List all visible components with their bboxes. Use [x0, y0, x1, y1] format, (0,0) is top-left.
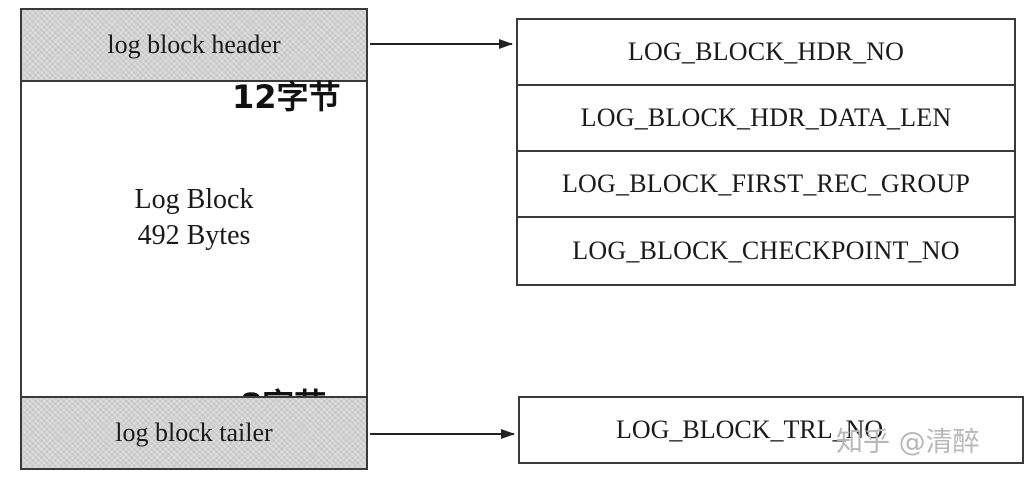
log-block-body-label: Log Block 492 Bytes: [20, 182, 368, 254]
header-field-hdr-no: LOG_BLOCK_HDR_NO: [518, 20, 1014, 86]
log-block-outline: [20, 8, 368, 470]
header-field-hdr-data-len: LOG_BLOCK_HDR_DATA_LEN: [518, 86, 1014, 152]
log-block-tailer: log block tailer: [20, 396, 368, 470]
watermark: 知乎 @清醉: [836, 427, 980, 458]
log-block-size: 492 Bytes: [137, 220, 251, 251]
log-block-header: log block header: [20, 8, 368, 82]
log-block-header-label: log block header: [107, 30, 281, 59]
header-field-checkpoint-no: LOG_BLOCK_CHECKPOINT_NO: [572, 236, 960, 265]
header-field-first-rec-group: LOG_BLOCK_FIRST_REC_GROUP: [518, 152, 1014, 218]
header-size-label: 12字节: [232, 78, 341, 116]
header-field-table: LOG_BLOCK_HDR_NO LOG_BLOCK_HDR_DATA_LEN …: [516, 18, 1016, 286]
log-block-tailer-label: log block tailer: [115, 418, 273, 447]
tailer-field-table: LOG_BLOCK_TRL_NO: [518, 396, 1024, 464]
log-block-title: Log Block: [134, 184, 254, 215]
tailer-field-trl-no: LOG_BLOCK_TRL_NO: [616, 415, 884, 444]
